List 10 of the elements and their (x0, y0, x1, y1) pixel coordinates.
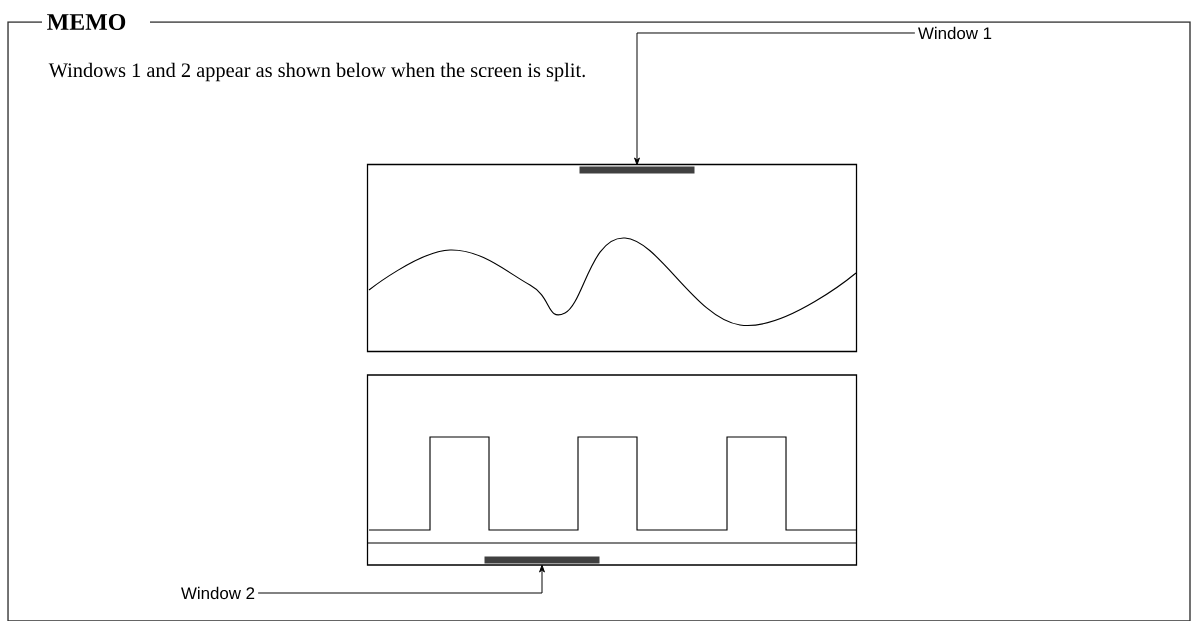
memo-text: Windows 1 and 2 appear as shown below when the screen is split. (48, 62, 585, 82)
window-bar (484, 556, 600, 564)
leader-label: Window 1 (918, 26, 992, 40)
screen-window-drawing (366, 374, 858, 566)
leader-label: Window 2 (181, 586, 255, 600)
leader-line (257, 564, 545, 594)
leader-line (634, 32, 916, 166)
screen-window-drawing (366, 163, 858, 353)
window-bar (579, 166, 695, 174)
memo-heading: MEMO (47, 13, 126, 31)
